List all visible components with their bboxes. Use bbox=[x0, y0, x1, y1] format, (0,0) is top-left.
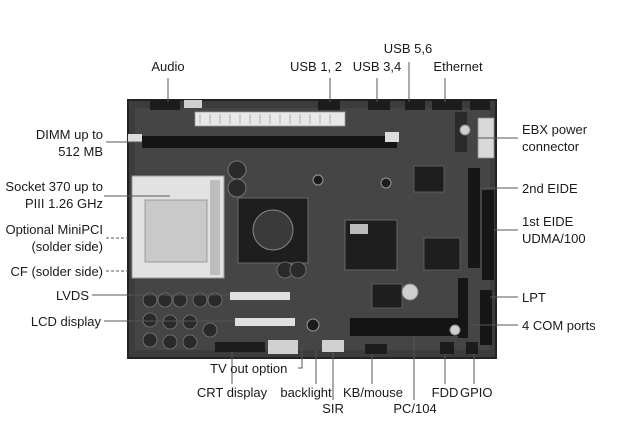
label-gpio: GPIO bbox=[460, 385, 493, 400]
audio-connector bbox=[150, 100, 180, 110]
ethernet-connector bbox=[432, 100, 462, 110]
label-eide1-1: 1st EIDE bbox=[522, 214, 574, 229]
label-dimm-1: DIMM up to bbox=[35, 127, 103, 142]
label-lvds: LVDS bbox=[56, 288, 89, 303]
label-ebx-2: connector bbox=[522, 139, 580, 154]
label-socket-2: PIII 1.26 GHz bbox=[24, 196, 103, 211]
eide2-header bbox=[468, 168, 480, 268]
label-pc104: PC/104 bbox=[393, 401, 437, 416]
eide1-header bbox=[482, 190, 494, 280]
label-minipci-2: (solder side) bbox=[31, 239, 103, 254]
label-ethernet: Ethernet bbox=[433, 59, 483, 74]
label-usb56: USB 5,6 bbox=[383, 41, 433, 56]
dimm-slot bbox=[142, 136, 397, 148]
usb56-connector bbox=[405, 100, 425, 110]
com-header bbox=[480, 290, 492, 345]
label-crt: CRT display bbox=[196, 385, 268, 400]
pc104-connector bbox=[350, 318, 460, 336]
label-eide1-2: UDMA/100 bbox=[522, 231, 586, 246]
lvds-connector bbox=[230, 292, 290, 300]
label-usb12: USB 1, 2 bbox=[289, 59, 343, 74]
label-lpt: LPT bbox=[522, 290, 546, 305]
label-audio: Audio bbox=[151, 59, 185, 74]
leader-lines bbox=[92, 62, 518, 400]
label-fdd: FDD bbox=[431, 385, 459, 400]
usb34-connector bbox=[368, 100, 390, 110]
label-kbmouse: KB/mouse bbox=[343, 385, 403, 400]
lcd-connector bbox=[235, 318, 295, 326]
label-sir: SIR bbox=[322, 401, 344, 416]
label-minipci-1: Optional MiniPCI bbox=[5, 222, 103, 237]
label-cf: CF (solder side) bbox=[10, 264, 103, 279]
label-lcd: LCD display bbox=[30, 314, 101, 329]
label-usb34: USB 3,4 bbox=[352, 59, 402, 74]
usb12-connector bbox=[318, 100, 340, 110]
label-eide2: 2nd EIDE bbox=[522, 181, 578, 196]
label-dimm-2: 512 MB bbox=[58, 144, 103, 159]
label-backlight: backlight bbox=[280, 385, 332, 400]
lpt-header bbox=[458, 278, 468, 338]
label-tvout: TV out option bbox=[210, 361, 288, 376]
label-com: 4 COM ports bbox=[522, 318, 596, 333]
label-socket-1: Socket 370 up to bbox=[5, 179, 103, 194]
label-ebx-1: EBX power bbox=[522, 122, 588, 137]
